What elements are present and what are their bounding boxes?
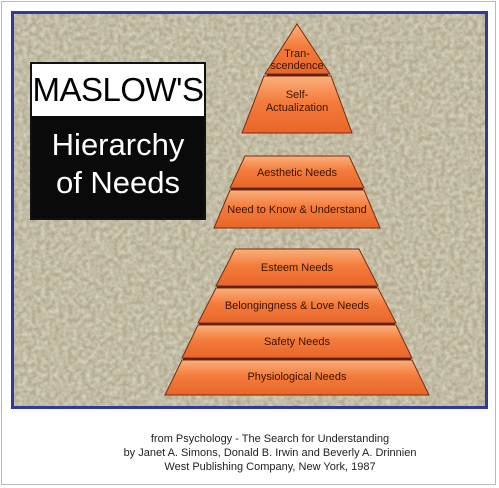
label-self-actualization-1: Self- xyxy=(286,89,309,101)
title-box: MASLOW'S Hierarchy of Needs xyxy=(30,62,206,220)
pyramid-band-physiological xyxy=(164,359,430,396)
label-transcendence-1: Tran- xyxy=(284,48,310,60)
credit-line-2: by Janet A. Simons, Donald B. Irwin and … xyxy=(123,447,417,459)
pyramid-top-lower-band xyxy=(241,75,353,134)
pyramid-band-aesthetic xyxy=(229,155,365,189)
title-line-hierarchy: Hierarchy xyxy=(51,127,185,162)
credit-line-1: from Psychology - The Search for Underst… xyxy=(150,433,390,445)
label-self-actualization-2: Actualization xyxy=(266,102,328,114)
pyramid-top-section xyxy=(264,23,331,75)
label-need-to-know: Need to Know & Understand xyxy=(227,204,366,216)
source-credit: from Psychology - The Search for Underst… xyxy=(100,432,440,474)
label-belongingness: Belongingness & Love Needs xyxy=(225,300,370,312)
label-transcendence-2: scendence xyxy=(270,60,323,72)
diagram-panel: MASLOW'S Hierarchy of Needs Tran- scende… xyxy=(11,11,488,409)
pyramid-band-belongingness xyxy=(197,287,397,324)
title-line-of-needs: of Needs xyxy=(55,165,181,200)
label-aesthetic-needs: Aesthetic Needs xyxy=(257,167,338,179)
title-line-maslows: MASLOW'S xyxy=(32,64,204,116)
label-physiological-needs: Physiological Needs xyxy=(247,371,347,383)
title-dark-block: Hierarchy of Needs xyxy=(32,116,204,218)
pyramid: Tran- scendence Self- Actualization Aest… xyxy=(164,23,430,396)
label-safety-needs: Safety Needs xyxy=(264,336,331,348)
pyramid-band-esteem xyxy=(215,248,379,287)
pyramid-band-safety xyxy=(181,324,413,359)
label-esteem-needs: Esteem Needs xyxy=(261,262,334,274)
credit-line-3: West Publishing Company, New York, 1987 xyxy=(164,461,376,473)
pyramid-band-need-to-know xyxy=(213,189,381,229)
